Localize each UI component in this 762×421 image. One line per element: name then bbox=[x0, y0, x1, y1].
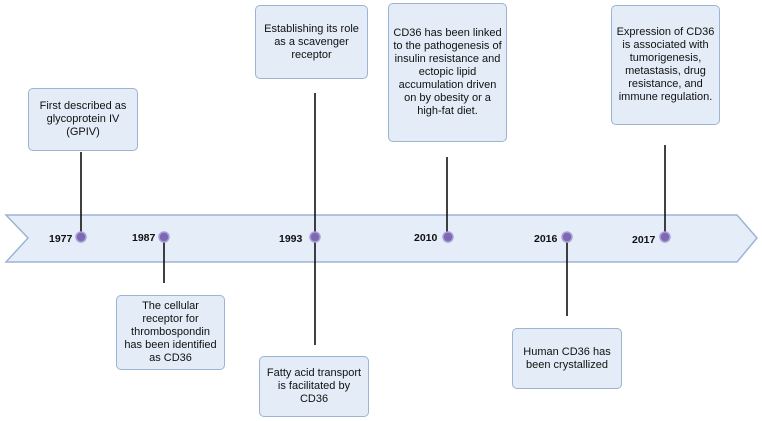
timeline-dot-1977 bbox=[75, 231, 87, 243]
year-label-2017: 2017 bbox=[632, 234, 656, 246]
event-box-1993-scavenger: Establishing its role as a scavenger rec… bbox=[255, 5, 368, 79]
event-box-2017: Expression of CD36 is associated with tu… bbox=[611, 5, 720, 125]
year-label-2016: 2016 bbox=[534, 233, 558, 245]
timeline-dot-2016 bbox=[561, 231, 573, 243]
timeline-dot-1993 bbox=[309, 231, 321, 243]
timeline-dot-2010 bbox=[442, 231, 454, 243]
timeline-arrow bbox=[4, 214, 758, 263]
event-box-2016: Human CD36 has been crystallized bbox=[512, 328, 622, 389]
timeline-dot-2017 bbox=[659, 231, 671, 243]
year-label-1987: 1987 bbox=[132, 232, 156, 244]
event-box-2010: CD36 has been linked to the pathogenesis… bbox=[388, 3, 507, 142]
year-label-2010: 2010 bbox=[414, 232, 438, 244]
event-box-1993-fatty-acid: Fatty acid transport is facilitated by C… bbox=[259, 356, 369, 417]
event-box-1987: The cellular receptor for thrombospondin… bbox=[116, 295, 225, 370]
year-label-1993: 1993 bbox=[279, 233, 303, 245]
timeline-dot-1987 bbox=[158, 231, 170, 243]
year-label-1977: 1977 bbox=[49, 233, 73, 245]
event-box-1977: First described as glycoprotein IV (GPIV… bbox=[28, 88, 138, 151]
